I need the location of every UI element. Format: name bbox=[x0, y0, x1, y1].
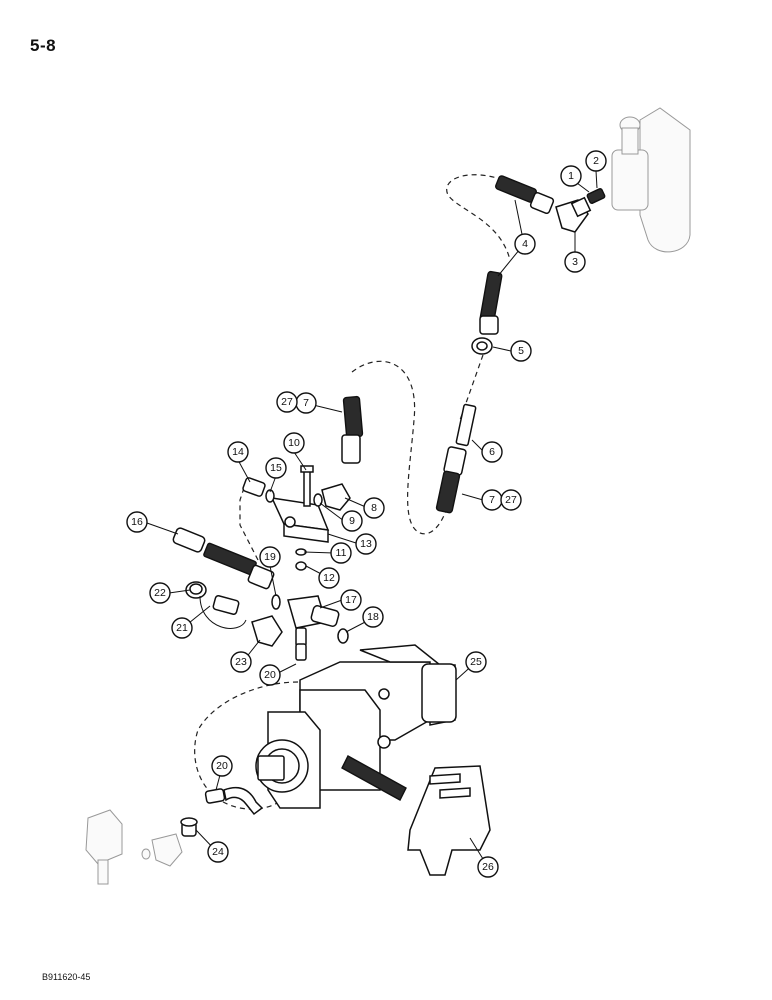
elbow-part-8 bbox=[321, 483, 351, 511]
tee-part-17 bbox=[287, 595, 340, 647]
callout-label: 4 bbox=[522, 238, 528, 250]
callout-label: 11 bbox=[336, 547, 347, 559]
callout-13: 13 bbox=[355, 533, 377, 555]
callout-label: 25 bbox=[470, 656, 482, 668]
callout-label: 13 bbox=[360, 538, 372, 550]
callout-label: 12 bbox=[323, 572, 335, 584]
valve-block-part-13 bbox=[270, 497, 330, 543]
callout-label: 7 bbox=[489, 494, 495, 506]
callout-label: 18 bbox=[367, 611, 379, 623]
callout-23: 23 bbox=[230, 651, 252, 673]
callout-label: 24 bbox=[212, 846, 224, 858]
pump-drain-hose bbox=[341, 755, 407, 801]
adapter-part-6 bbox=[455, 403, 477, 447]
callout-27-lower: 27 bbox=[500, 489, 522, 511]
elbow-part-23 bbox=[251, 615, 283, 647]
cap-part-22 bbox=[189, 583, 203, 595]
figure-code: B911620-45 bbox=[42, 972, 91, 982]
callout-20-upper: 20 bbox=[259, 664, 281, 686]
steering-cylinder bbox=[611, 107, 691, 253]
callout-label: 14 bbox=[232, 446, 244, 458]
fitting-part-20-lower bbox=[204, 786, 264, 816]
oring-part-15 bbox=[265, 489, 275, 503]
callout-label: 1 bbox=[568, 170, 574, 182]
callout-12: 12 bbox=[318, 567, 340, 589]
callout-label: 16 bbox=[131, 516, 143, 528]
oring-part-18 bbox=[337, 628, 349, 644]
callout-label: 26 bbox=[482, 861, 494, 873]
callout-label: 2 bbox=[593, 155, 599, 167]
callout-21: 21 bbox=[171, 617, 193, 639]
callout-label: 10 bbox=[288, 437, 300, 449]
hose-route-left bbox=[239, 487, 259, 561]
hose-route-loop bbox=[351, 360, 450, 535]
nut-part-5 bbox=[471, 337, 493, 355]
callout-label: 9 bbox=[349, 515, 355, 527]
fitting-part-24 bbox=[180, 817, 198, 837]
callout-label: 20 bbox=[216, 760, 228, 772]
callout-19: 19 bbox=[259, 546, 281, 568]
callout-10: 10 bbox=[283, 432, 305, 454]
oring-part-19 bbox=[271, 594, 281, 610]
callout-25: 25 bbox=[465, 651, 487, 673]
callout-label: 6 bbox=[489, 446, 495, 458]
hose-part-7-left bbox=[341, 395, 364, 464]
hose-route-upper bbox=[446, 174, 511, 261]
callout-11: 11 bbox=[330, 542, 352, 564]
valve-block-lower bbox=[85, 809, 183, 885]
callout-7-upper: 7 bbox=[295, 392, 317, 414]
callout-label: 3 bbox=[572, 256, 578, 268]
callout-label: 27 bbox=[505, 494, 517, 506]
callout-3: 3 bbox=[564, 251, 586, 273]
callout-label: 22 bbox=[154, 587, 166, 599]
callout-5: 5 bbox=[510, 340, 532, 362]
callout-1: 1 bbox=[560, 165, 582, 187]
callout-8: 8 bbox=[363, 497, 385, 519]
callout-label: 27 bbox=[281, 396, 293, 408]
hose-part-16 bbox=[172, 527, 275, 590]
nut-part-12 bbox=[295, 561, 307, 571]
callout-label: 19 bbox=[264, 551, 276, 563]
callout-16: 16 bbox=[126, 511, 148, 533]
callout-24: 24 bbox=[207, 841, 229, 863]
callout-22: 22 bbox=[149, 582, 171, 604]
callout-label: 23 bbox=[235, 656, 247, 668]
callout-6: 6 bbox=[481, 441, 503, 463]
callout-label: 7 bbox=[303, 397, 309, 409]
callout-label: 15 bbox=[270, 462, 282, 474]
callout-4: 4 bbox=[514, 233, 536, 255]
page-number: 5-8 bbox=[30, 36, 57, 55]
callout-26: 26 bbox=[477, 856, 499, 878]
fitting-part-14 bbox=[242, 477, 266, 497]
hose-part-4-lower bbox=[479, 270, 503, 335]
bolt-part-10 bbox=[300, 465, 314, 507]
bracket-part-26 bbox=[407, 765, 491, 876]
callout-label: 8 bbox=[371, 502, 377, 514]
callout-9: 9 bbox=[341, 510, 363, 532]
callout-15: 15 bbox=[265, 457, 287, 479]
callout-label: 17 bbox=[345, 594, 357, 606]
callout-7-lower: 7 bbox=[481, 489, 503, 511]
fitting-part-2 bbox=[586, 188, 606, 204]
callout-14: 14 bbox=[227, 441, 249, 463]
elbow-part-3 bbox=[555, 196, 592, 233]
callout-17: 17 bbox=[340, 589, 362, 611]
hose-part-7-right bbox=[435, 446, 467, 514]
callout-18: 18 bbox=[362, 606, 384, 628]
callout-27-upper: 27 bbox=[276, 391, 298, 413]
callout-2: 2 bbox=[585, 150, 607, 172]
callout-label: 5 bbox=[518, 345, 524, 357]
callout-label: 20 bbox=[264, 669, 276, 681]
callout-label: 21 bbox=[176, 622, 188, 634]
hose-part-4-upper bbox=[495, 175, 555, 215]
callout-20-lower: 20 bbox=[211, 755, 233, 777]
fitting-part-20-upper bbox=[295, 643, 307, 661]
